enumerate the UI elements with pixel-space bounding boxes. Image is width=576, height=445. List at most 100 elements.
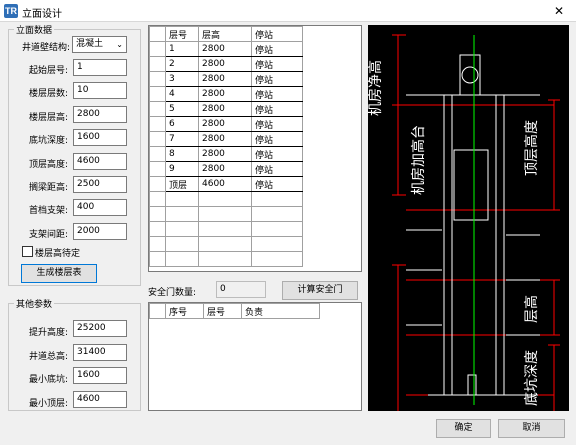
table-cell[interactable] — [251, 236, 303, 252]
generate-floor-table-button[interactable]: 生成楼层表 — [21, 264, 97, 283]
row-header[interactable] — [149, 71, 166, 87]
floor-height-cell[interactable]: 4600 — [198, 176, 252, 192]
row-header[interactable] — [149, 206, 166, 222]
min-pit-input[interactable]: 1600 — [73, 367, 127, 384]
table-cell[interactable] — [251, 206, 303, 222]
close-icon[interactable]: ✕ — [553, 4, 565, 18]
table-cell[interactable] — [251, 191, 303, 207]
floor-height-cell[interactable]: 2800 — [198, 146, 252, 162]
floor-height-pending-checkbox[interactable] — [22, 246, 33, 257]
top-height-input[interactable]: 4600 — [73, 153, 127, 170]
floor-height-cell[interactable]: 2800 — [198, 71, 252, 87]
ok-button[interactable]: 确定 — [436, 419, 491, 438]
start-floor-input[interactable]: 1 — [73, 59, 127, 76]
table-cell[interactable] — [251, 251, 303, 267]
column-header[interactable]: 序号 — [165, 303, 204, 319]
floor-number-cell[interactable]: 6 — [165, 116, 199, 132]
table-cell[interactable] — [165, 236, 199, 252]
floor-number-cell[interactable]: 2 — [165, 56, 199, 72]
floor-height-cell[interactable]: 2800 — [198, 101, 252, 117]
table-row[interactable] — [149, 221, 303, 237]
table-row[interactable] — [149, 191, 303, 207]
column-header[interactable]: 负责 — [241, 303, 320, 319]
column-header[interactable]: 层高 — [198, 26, 252, 42]
stop-cell[interactable]: 停站 — [251, 71, 303, 87]
table-row[interactable] — [149, 206, 303, 222]
row-header[interactable] — [149, 56, 166, 72]
row-header[interactable] — [149, 236, 166, 252]
floor-number-cell[interactable]: 9 — [165, 161, 199, 177]
row-header[interactable] — [149, 191, 166, 207]
floor-number-cell[interactable]: 5 — [165, 101, 199, 117]
table-cell[interactable] — [165, 191, 199, 207]
table-cell[interactable] — [165, 221, 199, 237]
column-header[interactable]: 层号 — [165, 26, 199, 42]
shaft-height-input[interactable]: 31400 — [73, 344, 127, 361]
stop-cell[interactable]: 停站 — [251, 41, 303, 57]
cancel-button[interactable]: 取消 — [498, 419, 565, 438]
column-header[interactable]: 层号 — [203, 303, 242, 319]
row-header[interactable] — [149, 176, 166, 192]
floor-count-input[interactable]: 10 — [73, 82, 127, 99]
floor-number-cell[interactable]: 顶层 — [165, 176, 199, 192]
floor-height-cell[interactable]: 2800 — [198, 131, 252, 147]
stop-cell[interactable]: 停站 — [251, 161, 303, 177]
floor-number-cell[interactable]: 8 — [165, 146, 199, 162]
row-header[interactable] — [149, 161, 166, 177]
stop-cell[interactable]: 停站 — [251, 146, 303, 162]
table-row[interactable] — [149, 251, 303, 267]
table-cell[interactable] — [165, 206, 199, 222]
stop-cell[interactable]: 停站 — [251, 101, 303, 117]
floor-height-cell[interactable]: 2800 — [198, 161, 252, 177]
pit-depth-input[interactable]: 1600 — [73, 129, 127, 146]
floor-height-cell[interactable]: 2800 — [198, 56, 252, 72]
row-header[interactable] — [149, 251, 166, 267]
safety-door-table[interactable]: 序号 层号 负责 — [148, 302, 362, 411]
safety-door-count-input[interactable]: 0 — [216, 281, 266, 298]
table-cell[interactable] — [198, 251, 252, 267]
row-header[interactable] — [149, 41, 166, 57]
row-header[interactable] — [149, 101, 166, 117]
stop-cell[interactable]: 停站 — [251, 131, 303, 147]
row-header[interactable] — [149, 221, 166, 237]
stop-cell[interactable]: 停站 — [251, 86, 303, 102]
row-header[interactable] — [149, 131, 166, 147]
floor-number-cell[interactable]: 3 — [165, 71, 199, 87]
floor-number-cell[interactable]: 7 — [165, 131, 199, 147]
structure-select[interactable]: 混凝土 ⌄ — [72, 36, 127, 53]
calculate-safety-door-button[interactable]: 计算安全门 — [282, 281, 358, 300]
lift-height-input[interactable]: 25200 — [73, 320, 127, 337]
table-cell[interactable] — [198, 191, 252, 207]
stop-cell[interactable]: 停站 — [251, 56, 303, 72]
table-cell[interactable] — [198, 221, 252, 237]
floor-height-cell[interactable]: 2800 — [198, 86, 252, 102]
first-bracket-input[interactable]: 400 — [73, 199, 127, 216]
row-header[interactable] — [149, 116, 166, 132]
table-cell[interactable] — [251, 221, 303, 237]
column-header[interactable]: 停站 — [251, 26, 303, 42]
floor-height-input[interactable]: 2800 — [73, 106, 127, 123]
floor-number-cell[interactable]: 1 — [165, 41, 199, 57]
table-cell[interactable] — [198, 236, 252, 252]
stop-cell[interactable]: 停站 — [251, 176, 303, 192]
table-cell[interactable] — [165, 251, 199, 267]
stop-cell[interactable]: 停站 — [251, 116, 303, 132]
bracket-spacing-input[interactable]: 2000 — [73, 223, 127, 240]
beam-distance-input[interactable]: 2500 — [73, 176, 127, 193]
min-top-input[interactable]: 4600 — [73, 391, 127, 408]
row-header[interactable] — [149, 86, 166, 102]
floor-number-cell[interactable]: 4 — [165, 86, 199, 102]
floor-height-cell[interactable]: 2800 — [198, 41, 252, 57]
table-cell[interactable] — [198, 206, 252, 222]
